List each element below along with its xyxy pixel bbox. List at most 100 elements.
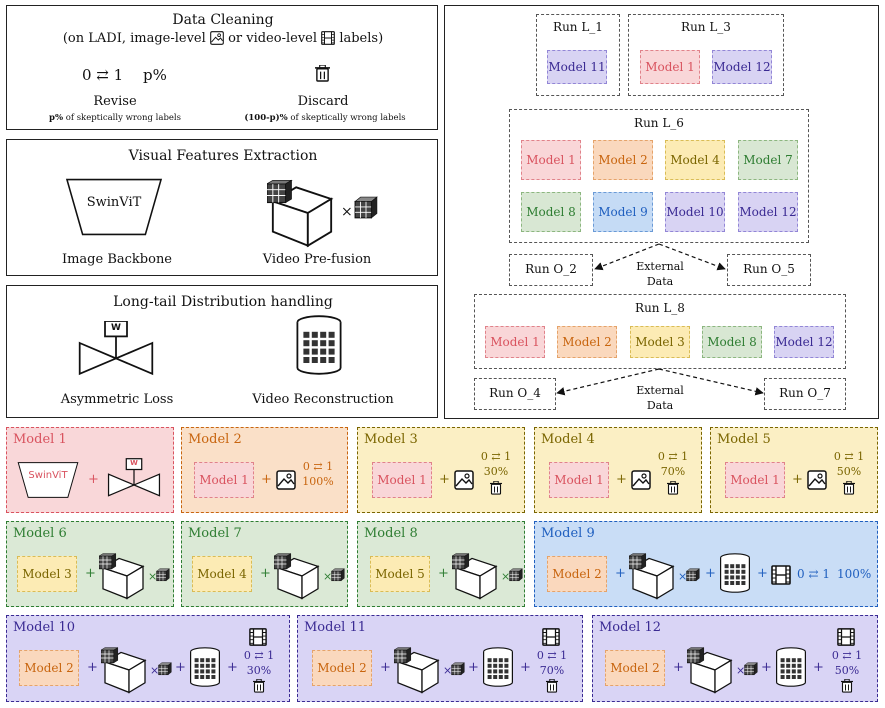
model-10-title: Model 10 bbox=[13, 620, 75, 635]
times-symbol: × bbox=[341, 204, 353, 220]
video-cube-icon bbox=[394, 646, 439, 694]
model-12-title: Model 12 bbox=[599, 620, 661, 635]
video-cube-icon bbox=[629, 552, 674, 600]
percent-text: 70% bbox=[539, 664, 565, 677]
model-4-title: Model 4 bbox=[541, 432, 595, 447]
model-1-title: Model 1 bbox=[13, 432, 67, 447]
times-symbol: × bbox=[501, 570, 511, 583]
video-icon bbox=[249, 628, 267, 646]
model-7-box: Model 7 Model 4 + × bbox=[181, 521, 348, 607]
video-cube-icon bbox=[687, 646, 732, 694]
run-o5-label: Run O_5 bbox=[743, 262, 795, 276]
video-icon bbox=[321, 31, 336, 45]
plus-sign: + bbox=[227, 660, 238, 675]
plus-sign: + bbox=[520, 660, 531, 675]
plus-sign: + bbox=[813, 660, 824, 675]
run-l8-label: Run L_8 bbox=[635, 301, 685, 315]
run-l3-box bbox=[628, 14, 784, 96]
run-l1-model: Model 11 bbox=[547, 50, 607, 84]
model-7-title: Model 7 bbox=[188, 526, 242, 541]
trash-icon bbox=[843, 481, 855, 495]
run-o4-box bbox=[474, 378, 556, 410]
video-prefusion-label: Video Pre-fusion bbox=[262, 252, 372, 267]
plus-sign: + bbox=[439, 472, 450, 487]
percent-text: 70% bbox=[660, 465, 686, 478]
model-4-box: Model 4 Model 1 + 0 ⇄ 1 70% bbox=[534, 427, 702, 513]
model-10-inner: Model 2 bbox=[19, 650, 79, 686]
cylinder-icon bbox=[775, 647, 807, 687]
run-l3-label: Run L_3 bbox=[681, 20, 731, 34]
times-symbol: × bbox=[736, 664, 746, 677]
small-cube-icon bbox=[744, 662, 758, 676]
plus-sign: + bbox=[380, 660, 391, 675]
model-7-inner: Model 4 bbox=[192, 556, 252, 592]
plus-sign: + bbox=[175, 660, 186, 675]
data-cleaning-title: Data Cleaning bbox=[172, 12, 274, 28]
model-10-box: Model 10 Model 2 + × + + 0 ⇄ 1 30% bbox=[6, 615, 290, 702]
plus-sign: + bbox=[261, 472, 272, 487]
model-3-box: Model 3 Model 1 + 0 ⇄ 1 30% bbox=[357, 427, 525, 513]
data-cleaning-panel: Data Cleaning (on LADI, image-level or v… bbox=[6, 5, 438, 130]
video-cube-icon bbox=[99, 552, 144, 600]
model-4-inner: Model 1 bbox=[549, 462, 609, 498]
asymmetric-loss-label: Asymmetric Loss bbox=[60, 392, 174, 407]
model-6-inner: Model 3 bbox=[17, 556, 77, 592]
run-l6-model-5: Model 8 bbox=[521, 192, 581, 232]
percent-text: 50% bbox=[836, 465, 862, 478]
run-l6-model-8: Model 12 bbox=[738, 192, 798, 232]
image-icon bbox=[631, 470, 651, 490]
run-l3-model-2: Model 12 bbox=[712, 50, 772, 84]
small-cube-icon bbox=[686, 568, 700, 582]
percent-text: 50% bbox=[834, 664, 860, 677]
model-2-box: Model 2 Model 1 + 0 ⇄ 1 100% bbox=[181, 427, 348, 513]
run-o7-box bbox=[764, 378, 846, 410]
model-6-title: Model 6 bbox=[13, 526, 67, 541]
plus-sign: + bbox=[85, 566, 96, 581]
swap-text: 0 ⇄ 1 bbox=[243, 649, 275, 662]
model-5-title: Model 5 bbox=[717, 432, 771, 447]
model-12-inner: Model 2 bbox=[605, 650, 665, 686]
run-l8-model-3: Model 3 bbox=[630, 326, 690, 358]
swap-text: 0 ⇄ 1 bbox=[657, 450, 689, 463]
model-12-box: Model 12 Model 2 + × + + 0 ⇄ 1 50% bbox=[592, 615, 878, 702]
run-l8-model-4: Model 8 bbox=[702, 326, 762, 358]
valve-letter: W bbox=[130, 459, 138, 467]
times-symbol: × bbox=[148, 570, 158, 583]
model-9-title: Model 9 bbox=[541, 526, 595, 541]
small-cube-icon bbox=[509, 568, 523, 582]
run-l8-box bbox=[474, 294, 846, 369]
trash-icon bbox=[490, 481, 502, 495]
run-l6-model-2: Model 2 bbox=[593, 140, 653, 180]
model-9-box: Model 9 Model 2 + × + + 0 ⇄ 1 100% bbox=[534, 521, 878, 607]
video-icon bbox=[542, 628, 560, 646]
small-cube-icon bbox=[331, 568, 345, 582]
video-cube-icon bbox=[267, 179, 333, 247]
video-icon bbox=[771, 565, 791, 585]
run-l6-model-6: Model 9 bbox=[593, 192, 653, 232]
run-o7-label: Run O_7 bbox=[779, 386, 831, 400]
model-2-title: Model 2 bbox=[188, 432, 242, 447]
model-8-title: Model 8 bbox=[364, 526, 418, 541]
small-cube-icon bbox=[156, 568, 170, 582]
times-symbol: × bbox=[443, 664, 453, 677]
model-2-inner: Model 1 bbox=[194, 462, 254, 498]
trash-icon bbox=[546, 679, 558, 693]
image-icon bbox=[454, 470, 474, 490]
small-cube-icon bbox=[451, 662, 465, 676]
plus-sign: + bbox=[87, 660, 98, 675]
swap-text: 0 ⇄ 1 bbox=[833, 450, 865, 463]
plus-sign: + bbox=[761, 660, 772, 675]
run-l6-model-7: Model 10 bbox=[665, 192, 725, 232]
model-5-inner: Model 1 bbox=[725, 462, 785, 498]
trash-icon bbox=[667, 481, 679, 495]
swinvit-label: SwinViT bbox=[86, 195, 142, 210]
discard-note: (100-p)% of skeptically wrong labels bbox=[244, 113, 406, 123]
visual-features-panel: Visual Features Extraction SwinViT × Ima… bbox=[6, 139, 438, 276]
run-l1-label: Run L_1 bbox=[553, 20, 603, 34]
cylinder-icon bbox=[296, 315, 342, 375]
swap-text: 0 ⇄ 1 bbox=[302, 460, 334, 473]
percent-text: 100% bbox=[837, 567, 872, 581]
revise-label: Revise bbox=[93, 94, 137, 109]
model-11-title: Model 11 bbox=[304, 620, 366, 635]
model-5-box: Model 5 Model 1 + 0 ⇄ 1 50% bbox=[710, 427, 878, 513]
